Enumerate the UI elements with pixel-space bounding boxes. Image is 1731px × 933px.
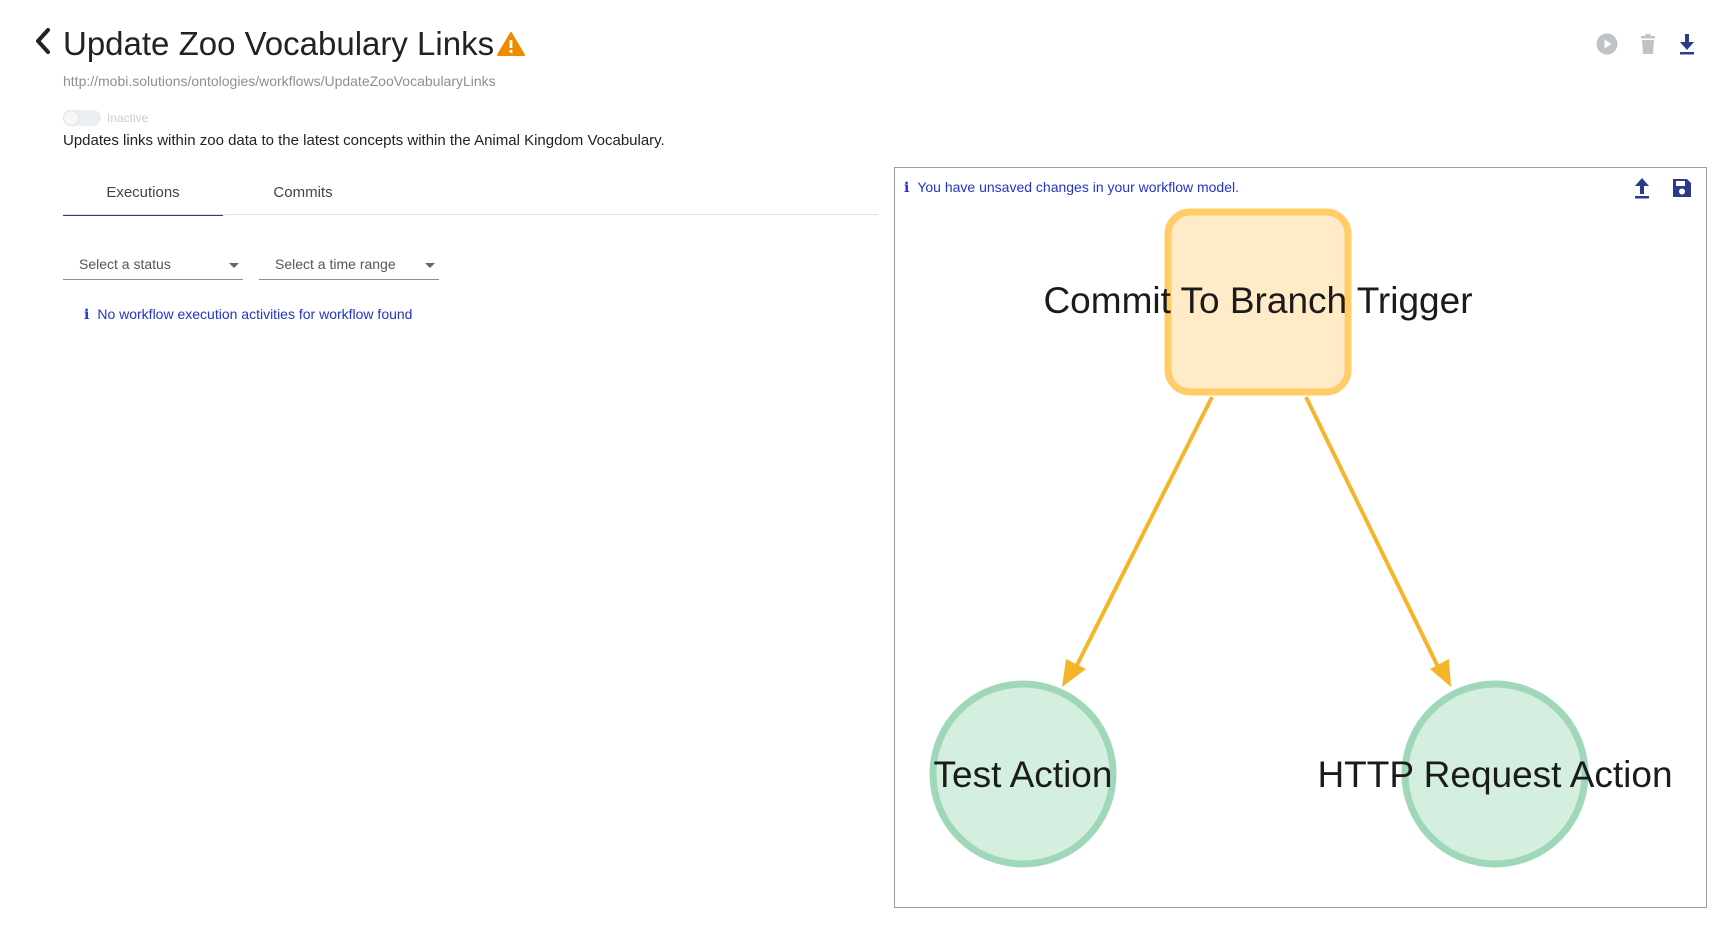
back-button[interactable] (32, 26, 54, 56)
page-title: Update Zoo Vocabulary Links (63, 25, 495, 62)
no-executions-message: i No workflow execution activities for wo… (84, 306, 412, 323)
save-icon[interactable] (1670, 176, 1694, 200)
active-toggle-label: Inactive (107, 111, 149, 125)
active-toggle[interactable] (63, 110, 101, 126)
tab-executions[interactable]: Executions (63, 170, 223, 216)
tab-commits[interactable]: Commits (273, 183, 333, 201)
workflow-editor[interactable] (894, 167, 1707, 908)
status-select-placeholder: Select a status (79, 256, 171, 272)
graph-node-http-request-action[interactable]: HTTP Request Action (1317, 680, 1673, 868)
caret-down-icon (425, 263, 435, 268)
info-icon: i (904, 180, 910, 196)
warning-icon (497, 31, 525, 57)
test-action-node-label: Test Action (934, 754, 1113, 795)
unsaved-changes-text: You have unsaved changes in your workflo… (917, 179, 1240, 195)
workflow-graph: Commit To Branch Trigger Test Action HTT… (929, 208, 1673, 868)
workflow-iri: http://mobi.solutions/ontologies/workflo… (63, 73, 496, 89)
toggle-knob (64, 111, 78, 125)
time-range-select[interactable]: Select a time range (259, 253, 439, 280)
trash-icon[interactable] (1636, 32, 1660, 56)
download-icon[interactable] (1675, 32, 1699, 56)
play-circle-icon[interactable] (1595, 32, 1619, 56)
status-select[interactable]: Select a status (63, 253, 243, 280)
graph-node-test-action[interactable]: Test Action (929, 680, 1117, 868)
graph-node-trigger[interactable]: Commit To Branch Trigger (1043, 208, 1473, 396)
upload-icon[interactable] (1630, 176, 1654, 200)
graph-edge-http-request-action (1304, 396, 1451, 687)
info-icon: i (84, 307, 90, 323)
http-request-action-node-label: HTTP Request Action (1317, 754, 1672, 795)
trigger-node-label: Commit To Branch Trigger (1043, 280, 1472, 321)
time-range-select-placeholder: Select a time range (275, 256, 396, 272)
unsaved-changes-message: i You have unsaved changes in your workfl… (904, 179, 1239, 196)
workflow-description: Updates links within zoo data to the lat… (63, 132, 665, 149)
no-executions-text: No workflow execution activities for wor… (97, 306, 413, 322)
caret-down-icon (229, 263, 239, 268)
graph-edge-test-action (1062, 396, 1214, 687)
chevron-left-icon (36, 28, 50, 54)
tab-divider (63, 214, 878, 215)
